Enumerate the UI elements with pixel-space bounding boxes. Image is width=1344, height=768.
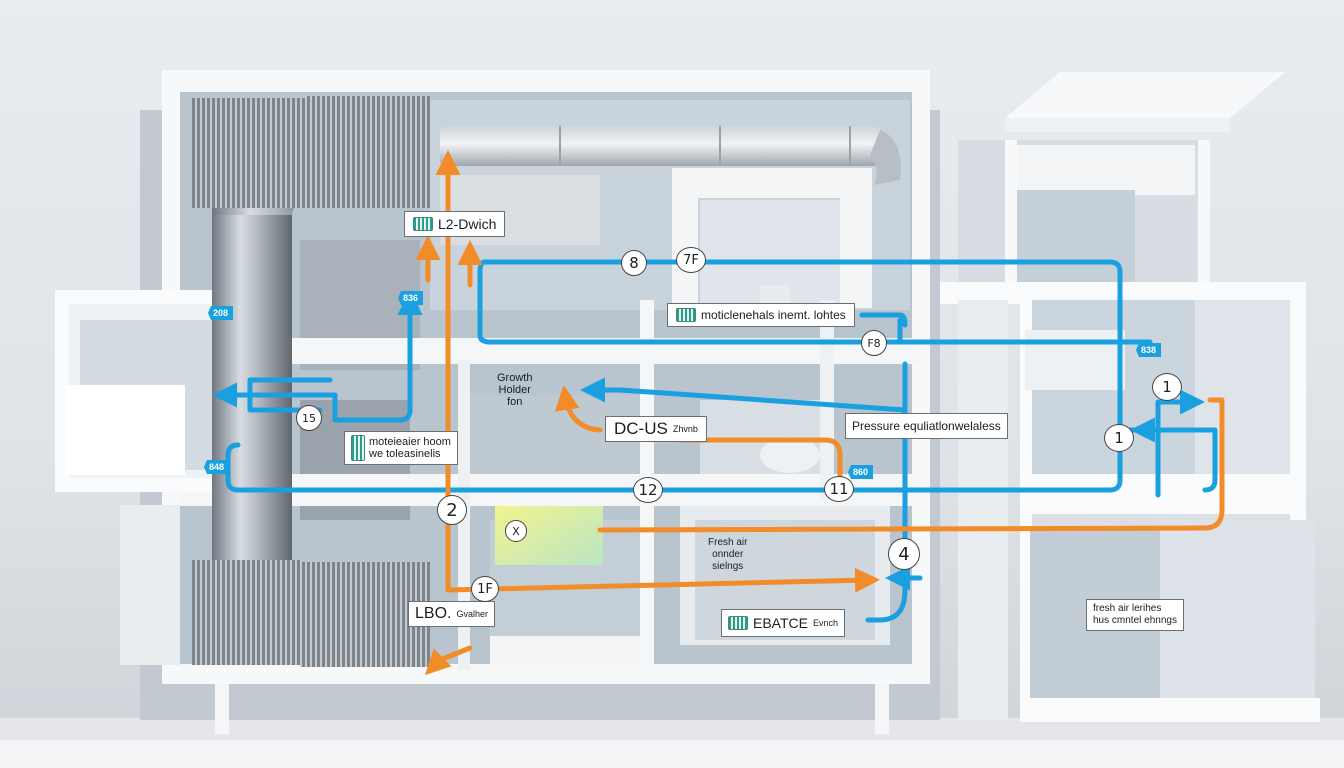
label-growth-holder: Growth Holder fon xyxy=(497,372,533,408)
label-dc-us: DC-US Zhvnb xyxy=(605,416,707,442)
marker-8: 8 xyxy=(621,250,647,276)
tag-860: 860 xyxy=(848,465,874,479)
marker-4: 4 xyxy=(888,538,920,570)
tag-838: 838 xyxy=(1136,343,1162,357)
marker-7f: 7F xyxy=(676,247,706,273)
tag-848: 848 xyxy=(204,460,230,474)
marker-f8: F8 xyxy=(861,330,887,356)
ground-front xyxy=(0,740,1344,768)
label-motelaer-hoom: moteieaier hoom we toleasinelis xyxy=(344,431,458,465)
fan-icon xyxy=(676,308,696,322)
fan-icon xyxy=(351,435,365,461)
marker-2: 2 xyxy=(437,495,467,525)
label-fresh-air-onnder: Fresh air onnder sielngs xyxy=(708,537,748,572)
fan-icon xyxy=(413,217,433,231)
marker-1-lower: 1 xyxy=(1104,424,1134,452)
left-wing xyxy=(55,290,235,665)
marker-15: 15 xyxy=(296,405,322,431)
marker-11: 11 xyxy=(824,476,854,502)
duct-system xyxy=(192,96,901,667)
label-lbo: LBO. Gvalher xyxy=(408,601,495,627)
marker-1-upper: 1 xyxy=(1152,373,1182,401)
label-pressure-equalisation: Pressure equliatlonwelaless xyxy=(845,413,1008,439)
marker-1f: 1F xyxy=(471,576,499,602)
tag-208: 208 xyxy=(208,306,234,320)
label-moticleneluls: moticlenehals inemt. lohtes xyxy=(667,303,855,327)
marker-x: X xyxy=(505,520,527,542)
tag-836: 836 xyxy=(398,291,424,305)
marker-12: 12 xyxy=(633,477,663,503)
label-ebatce: EBATCE Evnch xyxy=(721,609,845,637)
label-fresh-air-lerihes: fresh air lerihes hus cmntel ehnngs xyxy=(1086,599,1184,631)
fan-icon xyxy=(728,616,748,630)
label-l2-dwich: L2-Dwich xyxy=(404,211,506,237)
